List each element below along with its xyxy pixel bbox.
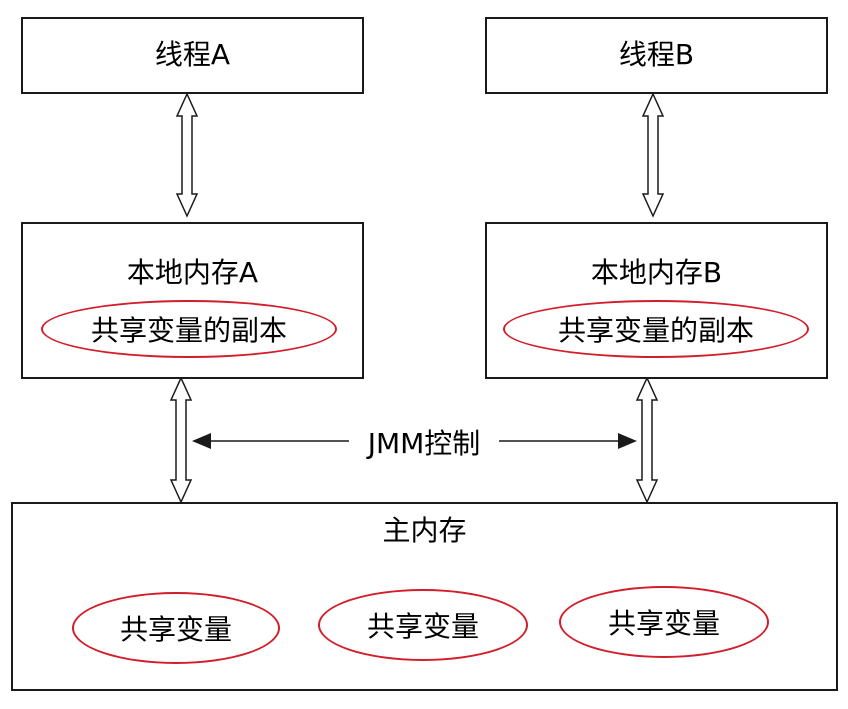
thread-a-label: 线程A (154, 38, 231, 71)
local-memory-a-box: 本地内存A 共享变量的副本 (21, 222, 364, 379)
jmm-control-label: JMM控制 (349, 427, 499, 461)
thread-b-box: 线程B (485, 17, 828, 94)
thread-a-box: 线程A (21, 17, 364, 94)
double-arrow-local-b-main (635, 376, 659, 504)
shared-variable-copy-a: 共享变量的副本 (41, 300, 337, 358)
main-memory-label: 主内存 (382, 514, 467, 547)
local-memory-b-label: 本地内存B (590, 256, 723, 289)
shared-variable-copy-b: 共享变量的副本 (503, 300, 809, 358)
double-arrow-thread-a-local-a (175, 92, 199, 218)
thread-b-label: 线程B (618, 38, 695, 71)
local-memory-a-label: 本地内存A (126, 256, 259, 289)
shared-variable-3: 共享变量 (559, 586, 769, 658)
local-memory-b-box: 本地内存B 共享变量的副本 (485, 222, 828, 379)
arrowhead-right (618, 433, 637, 449)
double-arrow-local-a-main (169, 376, 193, 504)
shared-variable-2: 共享变量 (318, 589, 528, 661)
double-arrow-thread-b-local-b (641, 92, 665, 218)
arrowhead-left (192, 433, 211, 449)
main-memory-box: 主内存 共享变量 共享变量 共享变量 (11, 502, 838, 691)
shared-variable-1: 共享变量 (72, 592, 280, 664)
